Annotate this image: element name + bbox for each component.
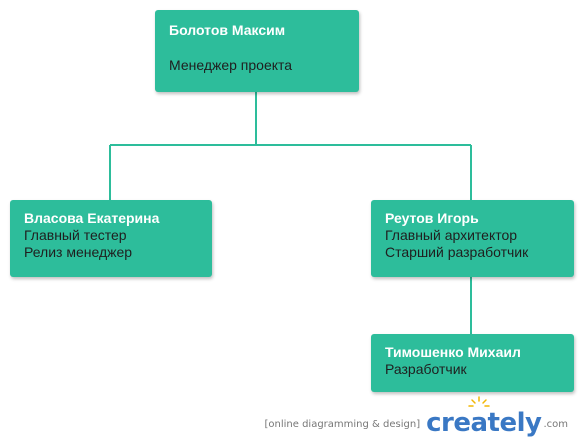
- node-role: Главный архитектор: [385, 227, 518, 243]
- org-node-bottom[interactable]: Тимошенко Михаил Разработчик: [371, 334, 574, 392]
- node-name: Реутов Игорь: [385, 210, 479, 226]
- watermark: [online diagramming & design] creately .…: [264, 396, 568, 438]
- watermark-tagline: [online diagramming & design]: [264, 419, 421, 430]
- brand-text: creately: [426, 408, 542, 438]
- node-name: Тимошенко Михаил: [385, 344, 521, 360]
- org-node-right[interactable]: Реутов Игорь Главный архитектор Старший …: [371, 200, 574, 277]
- org-node-left[interactable]: Власова Екатерина Главный тестер Релиз м…: [10, 200, 212, 277]
- node-name: Болотов Максим: [169, 22, 286, 38]
- brand-suffix: .com: [543, 419, 568, 430]
- org-node-root[interactable]: Болотов Максим Менеджер проекта: [155, 10, 359, 92]
- node-role: Главный тестер: [24, 227, 127, 243]
- node-name: Власова Екатерина: [24, 210, 160, 226]
- node-role: Менеджер проекта: [169, 57, 293, 73]
- lightbulb-icon: [468, 396, 490, 407]
- node-role: Разработчик: [385, 361, 467, 377]
- node-role: Релиз менеджер: [24, 244, 133, 260]
- node-role: Старший разработчик: [385, 244, 529, 260]
- creately-logo[interactable]: creately: [426, 396, 542, 438]
